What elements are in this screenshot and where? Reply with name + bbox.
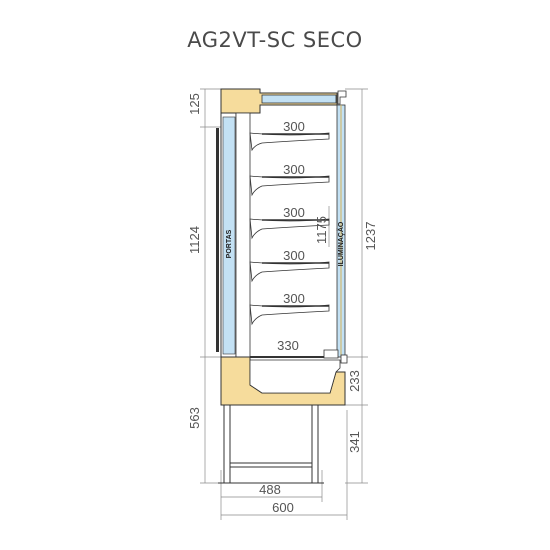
dim-total-width: 600 [272,500,294,515]
shelf-dim-1: 300 [283,119,305,134]
door-glass [222,116,236,355]
dim-inner-width: 488 [259,482,281,497]
dim-leg-height: 341 [347,431,362,453]
base-bracket [340,354,348,364]
page-title: AG2VT-SC SECO [187,28,363,52]
label-iluminacao: ILUMINAÇÃO [336,221,345,266]
dim-top-height: 125 [187,93,202,115]
top-glass-strip [261,94,337,104]
bottom-shelf [250,349,339,359]
dim-inner-height: 1175 [314,216,329,244]
top-bracket [337,90,347,105]
stand [218,404,324,484]
shelf-dim-4: 300 [283,248,305,263]
label-portas: PORTAS [226,229,233,258]
shelves [249,132,339,359]
dim-door-height: 1124 [187,226,202,254]
shelf-dim-3: 300 [283,205,305,220]
shelf-5 [249,304,330,326]
shelf-dim-2: 300 [283,162,305,177]
dim-base-height: 563 [187,407,202,429]
inner-left-panel [235,112,251,358]
shelf-dim-5: 300 [283,291,305,306]
shelf-3 [249,218,330,240]
shelf-1 [249,132,330,152]
dim-lower-height: 233 [347,370,362,392]
shelf-4 [249,261,330,283]
shelf-2 [249,175,330,197]
dim-lighting-height: 1237 [363,222,378,251]
base-well [249,359,341,394]
dimension-lines [200,88,368,520]
bottom-shelf-dim: 330 [277,338,299,353]
door-handle [216,128,219,352]
